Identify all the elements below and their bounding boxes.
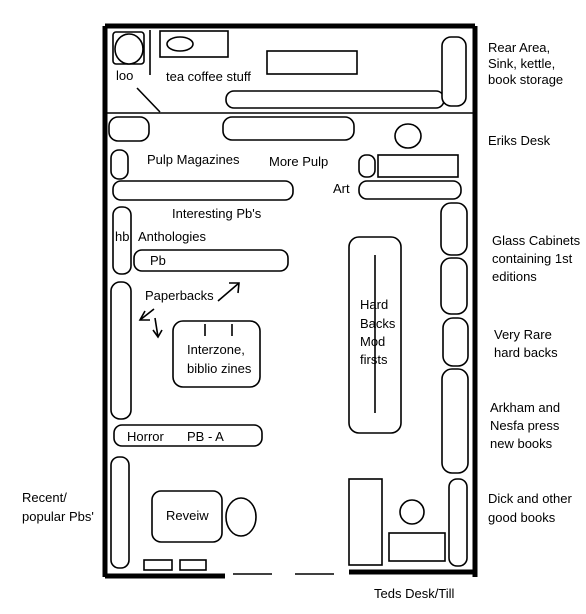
label-mod: Mod bbox=[360, 334, 385, 349]
label-hard: Hard bbox=[360, 297, 388, 312]
anthologies-shelf bbox=[133, 249, 289, 272]
label-pb-a: PB - A bbox=[187, 429, 224, 444]
side-arkham-3: new books bbox=[490, 436, 553, 451]
sink-basin bbox=[166, 36, 194, 52]
review-chair bbox=[225, 497, 257, 537]
label-pb: Pb bbox=[150, 253, 166, 268]
label-interzone: Interzone, bbox=[187, 342, 245, 357]
rear-storage-shelf bbox=[441, 36, 467, 107]
label-review: Reveiw bbox=[166, 508, 209, 523]
paperbacks-wall-shelf bbox=[110, 281, 132, 420]
front-box-1 bbox=[143, 559, 173, 571]
shop-shelves bbox=[108, 116, 469, 571]
arkham-nesfa-shelf bbox=[441, 368, 469, 474]
side-arkham-2: Nesfa press bbox=[490, 418, 560, 433]
side-arkham-1: Arkham and bbox=[490, 400, 560, 415]
front-box-2 bbox=[179, 559, 207, 571]
rear-area bbox=[112, 30, 467, 113]
side-dick-1: Dick and other bbox=[488, 491, 572, 506]
label-interesting-pbs: Interesting Pb's bbox=[172, 206, 262, 221]
side-labels: Rear Area, Sink, kettle, book storage Er… bbox=[22, 40, 581, 601]
side-glass-1: Glass Cabinets bbox=[492, 233, 581, 248]
review-table bbox=[151, 490, 223, 543]
teds-till-counter bbox=[348, 478, 383, 566]
label-backs: Backs bbox=[360, 316, 396, 331]
side-dick-2: good books bbox=[488, 510, 556, 525]
label-hb: hb bbox=[115, 229, 129, 244]
label-firsts: firsts bbox=[360, 352, 388, 367]
pulp-end-shelf bbox=[110, 149, 129, 180]
teds-desk bbox=[388, 532, 446, 562]
side-rear-area-2: Sink, kettle, bbox=[488, 56, 555, 71]
paperbacks-arrows bbox=[138, 282, 240, 339]
side-very-rare-2: hard backs bbox=[494, 345, 558, 360]
label-paperbacks: Paperbacks bbox=[145, 288, 214, 303]
label-art: Art bbox=[333, 181, 350, 196]
art-end-shelf bbox=[358, 154, 376, 178]
hardback-shelf bbox=[112, 206, 132, 275]
glass-cabinet-2 bbox=[440, 257, 468, 315]
side-glass-2: containing 1st bbox=[492, 251, 573, 266]
rear-shelf bbox=[225, 90, 445, 109]
pulp-magazines-shelf bbox=[112, 180, 294, 201]
label-more-pulp: More Pulp bbox=[269, 154, 328, 169]
horror-shelf bbox=[113, 424, 263, 447]
loo-door bbox=[136, 87, 161, 113]
very-rare-cabinet bbox=[442, 317, 469, 367]
dick-shelf bbox=[448, 478, 468, 567]
glass-cabinet-1 bbox=[440, 202, 468, 256]
toilet-bowl bbox=[114, 33, 144, 65]
label-anthologies: Anthologies bbox=[138, 229, 206, 244]
recent-paperbacks-shelf bbox=[110, 456, 130, 569]
art-shelf bbox=[358, 180, 462, 200]
interzone-table bbox=[172, 320, 261, 388]
eriks-desk bbox=[377, 154, 459, 178]
label-loo: loo bbox=[116, 68, 133, 83]
side-rear-area-1: Rear Area, bbox=[488, 40, 550, 55]
side-very-rare-1: Very Rare bbox=[494, 327, 552, 342]
label-biblio-zines: biblio zines bbox=[187, 361, 252, 376]
side-recent-2: popular Pbs' bbox=[22, 509, 94, 524]
teds-chair bbox=[399, 499, 425, 525]
side-teds-desk: Teds Desk/Till bbox=[374, 586, 455, 601]
plan-labels: loo tea coffee stuff Pulp Magazines More… bbox=[115, 68, 396, 523]
side-rear-area-3: book storage bbox=[488, 72, 563, 87]
shop-walls bbox=[102, 23, 478, 579]
pulp-shelf-left bbox=[108, 116, 150, 142]
side-eriks-desk: Eriks Desk bbox=[488, 133, 551, 148]
pulp-shelf-center bbox=[222, 116, 355, 141]
side-glass-3: editions bbox=[492, 269, 537, 284]
rear-table bbox=[266, 50, 358, 75]
side-recent-1: Recent/ bbox=[22, 490, 67, 505]
label-horror: Horror bbox=[127, 429, 165, 444]
label-pulp-magazines: Pulp Magazines bbox=[147, 152, 240, 167]
label-tea-coffee: tea coffee stuff bbox=[166, 69, 251, 84]
eriks-chair bbox=[394, 123, 422, 149]
